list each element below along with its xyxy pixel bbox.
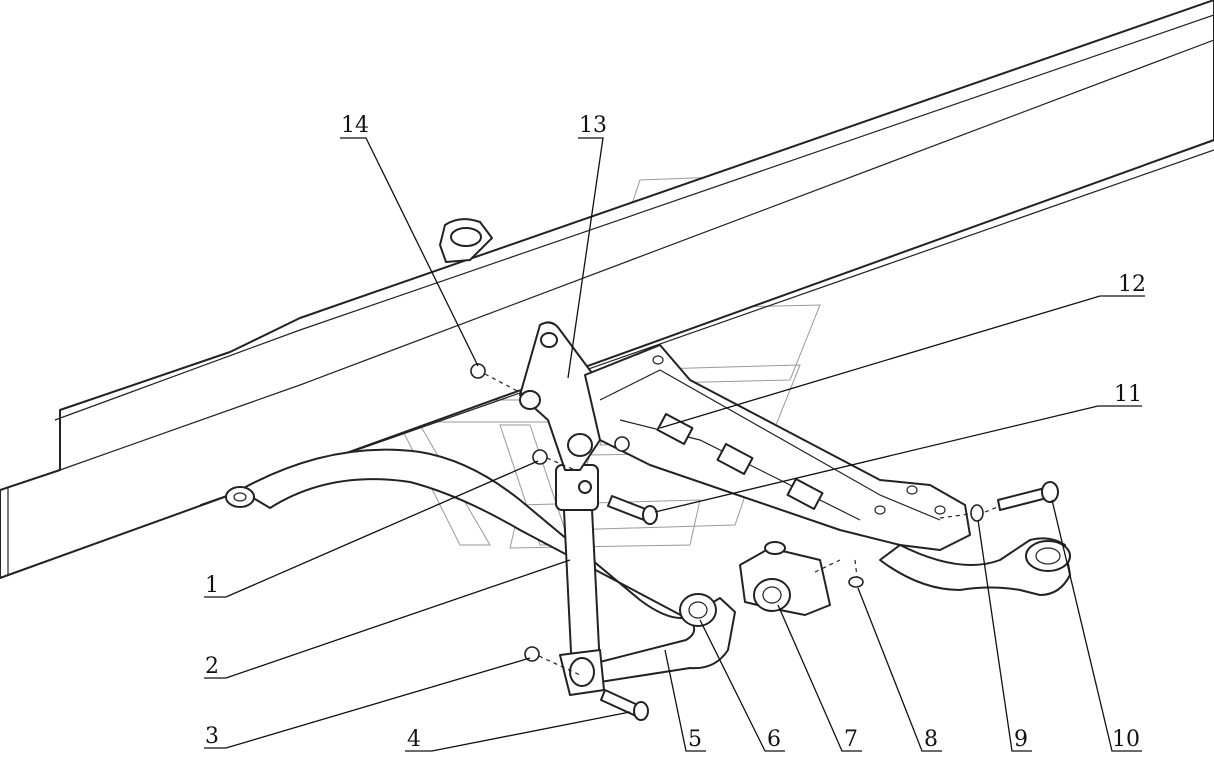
washer-part-8 <box>848 576 864 588</box>
bolt-part-10 <box>997 481 1059 511</box>
callout-13: 13 <box>579 113 607 138</box>
nut-part-3 <box>524 646 540 662</box>
upper-mount-bracket <box>439 218 493 263</box>
leader-1 <box>204 460 539 598</box>
callout-3: 3 <box>205 724 219 749</box>
nut-part-14 <box>470 363 486 379</box>
leader-2 <box>204 559 571 679</box>
stabilizer-bar <box>225 448 736 683</box>
callout-6: 6 <box>767 727 781 752</box>
cross-member <box>584 344 971 551</box>
callout-2: 2 <box>205 654 219 679</box>
callout-12: 12 <box>1118 272 1146 297</box>
leader-14 <box>340 137 479 367</box>
callout-7: 7 <box>844 727 858 752</box>
callout-4: 4 <box>407 727 421 752</box>
leader-12 <box>659 295 1145 429</box>
clamp-bracket <box>739 541 831 616</box>
assembly-lines <box>484 373 1001 676</box>
cross-member-arm <box>879 537 1071 596</box>
bolt-part-4 <box>600 689 649 721</box>
bolt-part-11 <box>607 495 658 525</box>
leader-3 <box>204 657 531 749</box>
leader-lines <box>204 137 1145 752</box>
frame-rail <box>0 0 1214 579</box>
leader-7 <box>777 604 862 752</box>
washer-part-9 <box>970 504 984 522</box>
callout-9: 9 <box>1014 727 1028 752</box>
callout-14: 14 <box>341 113 369 138</box>
leader-8 <box>857 587 942 752</box>
callout-8: 8 <box>924 727 938 752</box>
leader-13 <box>567 137 604 379</box>
stabilizer-link <box>555 464 605 696</box>
callout-1: 1 <box>205 573 219 598</box>
callout-5: 5 <box>688 727 702 752</box>
leader-6 <box>699 619 785 752</box>
callout-labels: 1 2 3 4 5 6 7 8 9 10 11 12 13 14 <box>205 113 1146 752</box>
leader-5 <box>664 649 706 752</box>
leader-10 <box>1051 499 1142 752</box>
stabilizer-bushing <box>679 593 717 627</box>
nut-upper-link <box>614 436 630 452</box>
callout-10: 10 <box>1112 727 1140 752</box>
callout-11: 11 <box>1114 382 1142 407</box>
leader-11 <box>654 405 1142 513</box>
leader-9 <box>977 519 1032 752</box>
leader-4 <box>405 711 631 752</box>
nut-part-1 <box>532 449 548 465</box>
